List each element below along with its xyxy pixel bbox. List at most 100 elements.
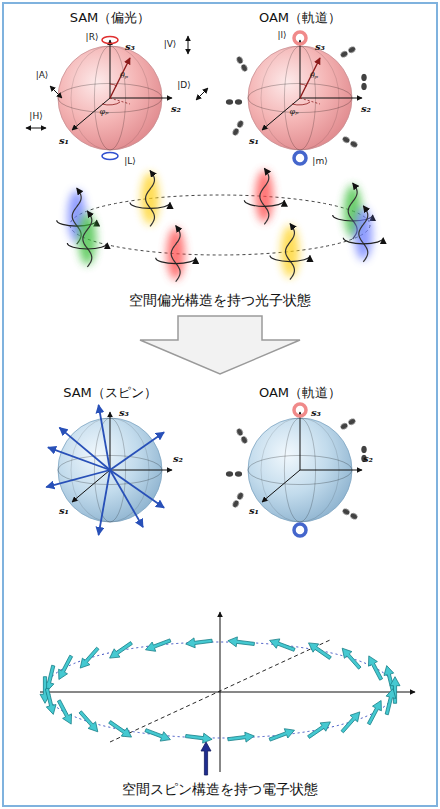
state-vector — [292, 58, 320, 105]
axis-label: s₃ — [311, 407, 321, 418]
spin-arrow — [228, 732, 255, 742]
mode-lobe — [232, 120, 245, 137]
photon — [270, 224, 310, 280]
angle-label: φₚ — [290, 108, 299, 117]
photon — [67, 243, 107, 249]
axis-label: s₁ — [249, 505, 259, 516]
spin-arrow — [45, 688, 56, 714]
orbit-path — [70, 195, 370, 255]
mode-lobe — [340, 50, 349, 58]
mode-lobe — [235, 471, 242, 476]
orbit-path — [45, 642, 395, 738]
spin-arrow — [201, 742, 211, 775]
state-vector — [110, 98, 130, 104]
state-label: |A⟩ — [36, 71, 49, 81]
state-label: |L⟩ — [124, 157, 136, 167]
spin-arrow — [59, 655, 73, 679]
axis-label: s₂ — [361, 103, 371, 114]
mode-lobe — [347, 418, 356, 426]
photon — [244, 168, 284, 224]
state-label: |H⟩ — [29, 112, 42, 122]
mode-lobe — [226, 471, 233, 476]
spin-arrow — [79, 711, 98, 732]
spin-arrow — [270, 639, 296, 651]
mode-lobe — [236, 56, 244, 65]
axis-label: s₂ — [173, 453, 183, 464]
sphere-axis — [72, 412, 172, 502]
state-vector — [102, 102, 120, 105]
photon — [67, 211, 107, 267]
spin-arrow — [342, 648, 361, 669]
photon — [260, 168, 269, 224]
vortex-ring — [294, 404, 306, 416]
photon — [171, 226, 180, 282]
photon — [286, 224, 295, 280]
state-label: |m⟩ — [312, 157, 327, 167]
vortex-ring — [294, 32, 306, 44]
photon — [141, 172, 159, 224]
photon — [78, 213, 96, 265]
figure-caption: 空間スピン構造を持つ電子状態 — [122, 782, 318, 797]
photon — [255, 170, 273, 222]
photon — [146, 170, 155, 226]
spin-arrow — [80, 647, 99, 668]
vortex-ring — [294, 524, 306, 536]
photon — [270, 256, 310, 262]
spin-arrow — [228, 637, 255, 647]
polarization-arrow — [196, 88, 208, 100]
spin-arrow — [269, 729, 294, 741]
photon — [343, 206, 383, 262]
sphere-axis — [110, 98, 172, 99]
sphere-axis — [72, 98, 110, 130]
axis-label: s₂ — [171, 103, 181, 114]
sphere-axis — [72, 40, 172, 130]
photon — [130, 170, 170, 226]
spin-vector — [110, 470, 143, 527]
spin-arrow — [341, 712, 360, 733]
mode-lobe — [342, 136, 351, 144]
mode-lobe — [226, 99, 233, 104]
axis-label: s₃ — [315, 41, 325, 52]
photon — [359, 206, 368, 262]
photon — [244, 200, 284, 206]
photon — [343, 238, 383, 244]
mode-lobe — [240, 63, 248, 72]
angle-label: θₚ — [310, 72, 318, 81]
spin-arrow — [110, 642, 133, 659]
axis-label: s₃ — [119, 407, 129, 418]
mode-lobe — [349, 140, 358, 148]
mode-lobe — [240, 435, 248, 444]
sphere-axis — [262, 40, 362, 130]
spin-arrow — [57, 700, 71, 724]
photon — [83, 211, 92, 267]
mode-lobe — [232, 492, 245, 509]
mode-lobe — [236, 428, 244, 437]
photon — [156, 226, 196, 282]
state-vector — [110, 58, 130, 98]
spin-arrow — [308, 722, 331, 739]
mode-lobe — [340, 418, 357, 431]
mode-lobe — [342, 508, 351, 516]
sphere-axis — [262, 470, 300, 502]
mode-lobe — [236, 428, 249, 445]
axis-label: s₁ — [249, 135, 259, 146]
spin-vector — [110, 432, 164, 470]
transition-arrow — [140, 316, 300, 374]
state-label: |l⟩ — [277, 31, 286, 41]
state-vector — [300, 98, 320, 104]
mode-lobe — [236, 492, 244, 501]
polarization-arrow — [188, 36, 189, 54]
polarization-arrow — [26, 128, 46, 129]
axis-label: s₃ — [125, 41, 135, 52]
mode-lobe — [232, 127, 240, 136]
spin-arrow — [369, 656, 383, 680]
mode-lobe — [226, 471, 242, 476]
spin-arrow — [385, 689, 396, 715]
mode-lobe — [361, 83, 366, 90]
angle-label: θₚ — [120, 72, 128, 81]
spin-arrow — [109, 721, 132, 738]
state-vector — [300, 58, 320, 98]
mode-lobe — [232, 499, 240, 508]
